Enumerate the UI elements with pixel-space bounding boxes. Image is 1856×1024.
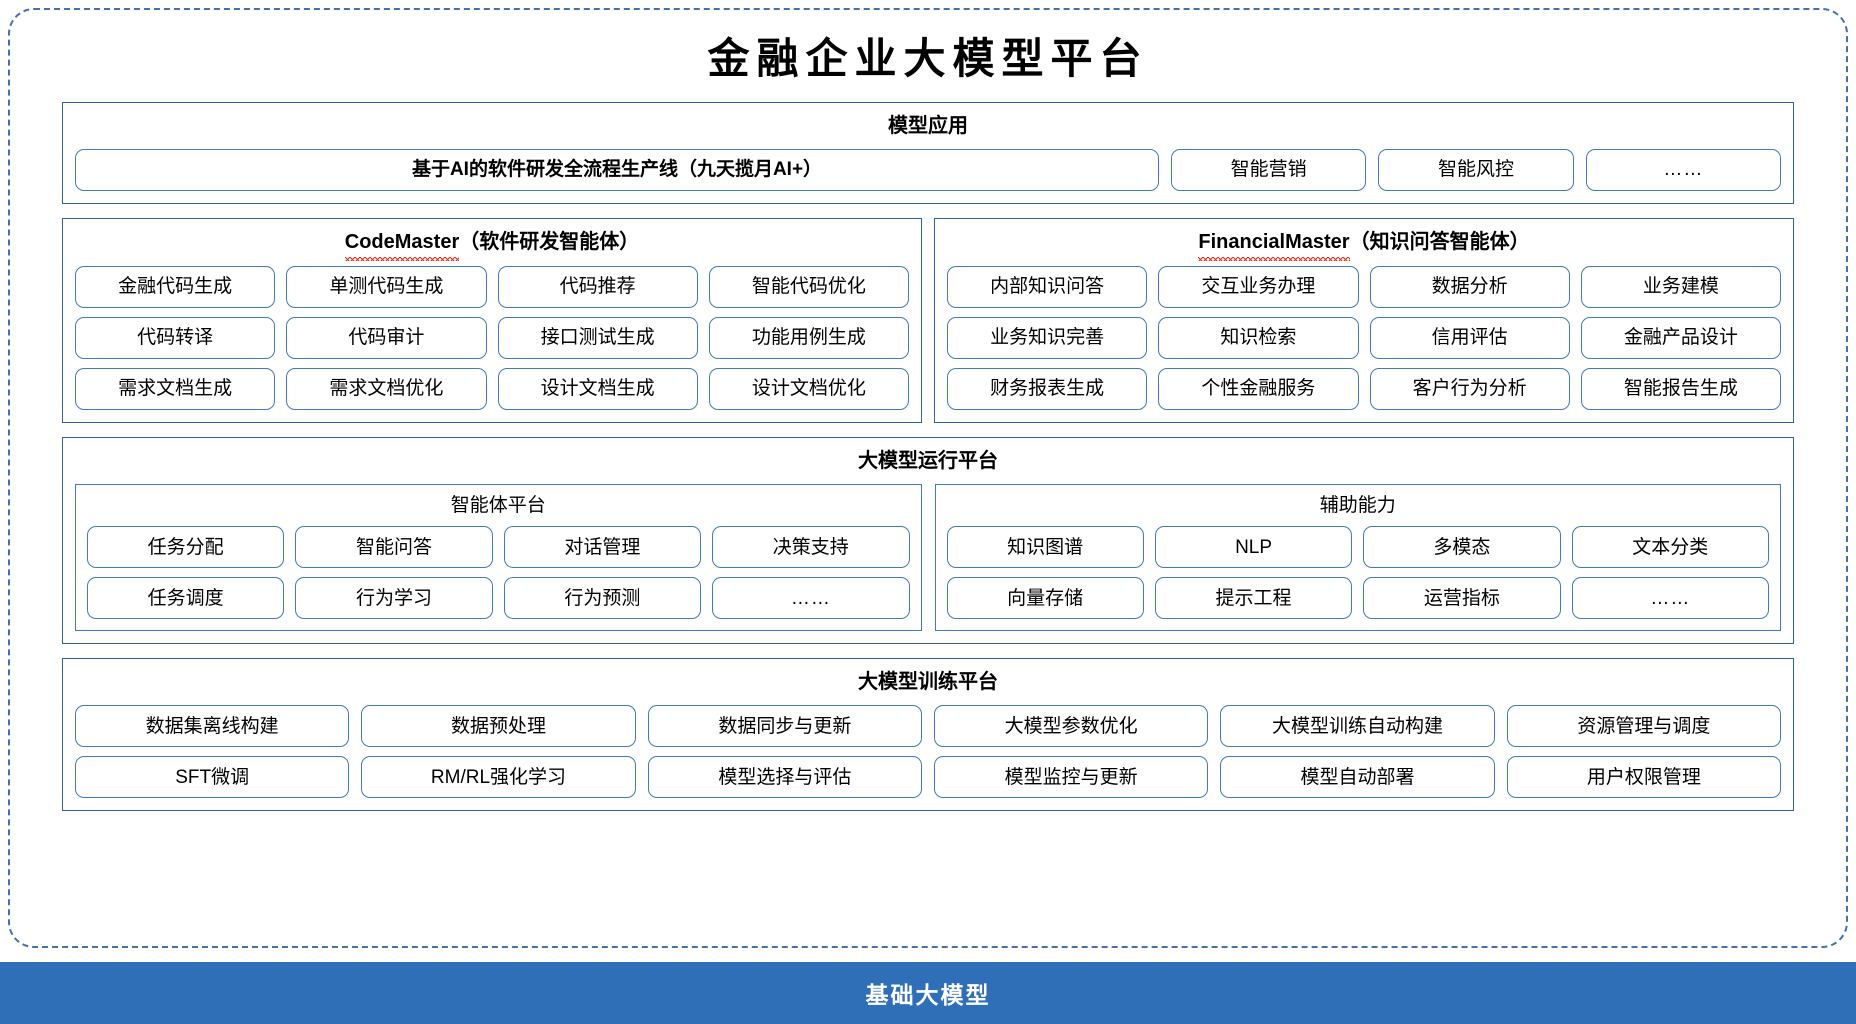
section-model-application: 模型应用 基于AI的软件研发全流程生产线（九天揽月AI+） 智能营销 智能风控 … — [62, 101, 1794, 204]
financial-master-item[interactable]: 智能报告生成 — [1580, 367, 1781, 410]
agent-platform-item[interactable]: 决策支持 — [712, 526, 910, 569]
code-master-item[interactable]: 功能用例生成 — [708, 316, 909, 359]
section-title-financial-master: FinancialMaster（知识问答智能体） — [947, 228, 1781, 261]
aux-capability-item[interactable]: 多模态 — [1363, 526, 1561, 569]
training-platform-item[interactable]: 数据同步与更新 — [647, 705, 922, 748]
section-runtime-platform: 大模型运行平台 智能体平台 任务分配 智能问答 对话管理 决策支持 任务调度 行… — [62, 436, 1794, 645]
aux-capability-item-more[interactable]: …… — [1571, 577, 1769, 620]
training-platform-item[interactable]: 模型监控与更新 — [934, 756, 1209, 799]
subpanel-title-aux-capability: 辅助能力 — [1319, 494, 1396, 516]
agent-platform-item[interactable]: 任务分配 — [87, 526, 285, 569]
code-master-item[interactable]: 智能代码优化 — [708, 265, 909, 308]
section-title-code-master: CodeMaster（软件研发智能体） — [75, 228, 909, 261]
training-platform-item[interactable]: 数据集离线构建 — [75, 705, 350, 748]
aux-capability-item[interactable]: 提示工程 — [1154, 577, 1353, 620]
code-master-cn-name: （软件研发智能体） — [459, 230, 640, 253]
financial-master-cn-name: （知识问答智能体） — [1349, 230, 1530, 253]
financial-master-item[interactable]: 金融产品设计 — [1580, 316, 1781, 359]
agent-platform-item[interactable]: 智能问答 — [295, 526, 493, 569]
page-title: 金融企业大模型平台 — [707, 37, 1149, 83]
agent-platform-item-more[interactable]: …… — [712, 577, 910, 620]
code-master-latin-name: CodeMaster — [344, 228, 460, 261]
aux-capability-item[interactable]: 文本分类 — [1571, 526, 1769, 569]
training-platform-item[interactable]: RM/RL强化学习 — [361, 756, 636, 799]
code-master-item[interactable]: 代码审计 — [286, 316, 487, 359]
code-master-item[interactable]: 代码转译 — [75, 316, 276, 359]
financial-master-item[interactable]: 数据分析 — [1369, 265, 1570, 308]
financial-master-item[interactable]: 财务报表生成 — [947, 367, 1148, 410]
aux-capability-item[interactable]: 向量存储 — [946, 577, 1144, 620]
aux-capability-item[interactable]: NLP — [1154, 526, 1353, 569]
base-model-bar: 基础大模型 — [0, 962, 1856, 1024]
agents-row: CodeMaster（软件研发智能体） 金融代码生成 单测代码生成 代码推荐 智… — [62, 217, 1794, 423]
agent-platform-item[interactable]: 行为预测 — [503, 577, 702, 620]
app-item-risk-control[interactable]: 智能风控 — [1378, 148, 1574, 191]
training-platform-item[interactable]: 模型自动部署 — [1220, 756, 1495, 799]
code-master-item[interactable]: 接口测试生成 — [497, 316, 698, 359]
app-item-flagship[interactable]: 基于AI的软件研发全流程生产线（九天揽月AI+） — [75, 148, 1159, 191]
financial-master-item[interactable]: 业务知识完善 — [947, 316, 1148, 359]
platform-dashed-frame: 金融企业大模型平台 模型应用 基于AI的软件研发全流程生产线（九天揽月AI+） … — [8, 8, 1848, 948]
model-application-items: 基于AI的软件研发全流程生产线（九天揽月AI+） 智能营销 智能风控 …… — [75, 148, 1781, 191]
code-master-item[interactable]: 需求文档优化 — [286, 367, 487, 410]
training-platform-item[interactable]: 资源管理与调度 — [1506, 705, 1781, 748]
agent-platform-item[interactable]: 任务调度 — [87, 577, 285, 620]
code-master-items: 金融代码生成 单测代码生成 代码推荐 智能代码优化 代码转译 代码审计 接口测试… — [75, 265, 909, 410]
subpanel-agent-platform: 智能体平台 任务分配 智能问答 对话管理 决策支持 任务调度 行为学习 行为预测… — [75, 483, 922, 632]
subpanel-title-agent-platform: 智能体平台 — [450, 494, 546, 516]
code-master-item[interactable]: 设计文档生成 — [497, 367, 698, 410]
section-title-training-platform: 大模型训练平台 — [858, 671, 998, 694]
code-master-item[interactable]: 需求文档生成 — [75, 367, 276, 410]
code-master-item[interactable]: 单测代码生成 — [286, 265, 487, 308]
training-platform-item[interactable]: SFT微调 — [75, 756, 350, 799]
section-title-runtime-platform: 大模型运行平台 — [858, 449, 998, 472]
section-title-model-application: 模型应用 — [888, 114, 968, 137]
financial-master-item[interactable]: 信用评估 — [1369, 316, 1570, 359]
financial-master-item[interactable]: 客户行为分析 — [1369, 367, 1570, 410]
financial-master-item[interactable]: 知识检索 — [1158, 316, 1359, 359]
financial-master-item[interactable]: 交互业务办理 — [1158, 265, 1359, 308]
agent-platform-items: 任务分配 智能问答 对话管理 决策支持 任务调度 行为学习 行为预测 …… — [87, 526, 910, 620]
subpanel-aux-capability: 辅助能力 知识图谱 NLP 多模态 文本分类 向量存储 提示工程 运营指标 …… — [934, 483, 1781, 632]
financial-master-items: 内部知识问答 交互业务办理 数据分析 业务建模 业务知识完善 知识检索 信用评估… — [947, 265, 1781, 410]
aux-capability-item[interactable]: 知识图谱 — [946, 526, 1144, 569]
aux-capability-items: 知识图谱 NLP 多模态 文本分类 向量存储 提示工程 运营指标 …… — [946, 526, 1769, 620]
aux-capability-item[interactable]: 运营指标 — [1363, 577, 1561, 620]
section-code-master: CodeMaster（软件研发智能体） 金融代码生成 单测代码生成 代码推荐 智… — [62, 217, 922, 423]
financial-master-latin-name: FinancialMaster — [1198, 228, 1350, 261]
financial-master-item[interactable]: 个性金融服务 — [1158, 367, 1359, 410]
training-platform-item[interactable]: 大模型参数优化 — [934, 705, 1209, 748]
agent-platform-item[interactable]: 对话管理 — [503, 526, 702, 569]
app-item-more[interactable]: …… — [1585, 148, 1781, 191]
code-master-item[interactable]: 金融代码生成 — [75, 265, 276, 308]
agent-platform-item[interactable]: 行为学习 — [295, 577, 493, 620]
base-model-label: 基础大模型 — [865, 982, 991, 1008]
app-item-marketing[interactable]: 智能营销 — [1171, 148, 1367, 191]
code-master-item[interactable]: 设计文档优化 — [708, 367, 909, 410]
training-platform-item[interactable]: 数据预处理 — [361, 705, 636, 748]
code-master-item[interactable]: 代码推荐 — [497, 265, 698, 308]
section-training-platform: 大模型训练平台 数据集离线构建 数据预处理 数据同步与更新 大模型参数优化 大模… — [62, 658, 1794, 812]
financial-master-item[interactable]: 业务建模 — [1580, 265, 1781, 308]
training-platform-item[interactable]: 大模型训练自动构建 — [1220, 705, 1495, 748]
section-financial-master: FinancialMaster（知识问答智能体） 内部知识问答 交互业务办理 数… — [934, 217, 1794, 423]
training-platform-item[interactable]: 用户权限管理 — [1506, 756, 1781, 799]
training-platform-item[interactable]: 模型选择与评估 — [647, 756, 922, 799]
financial-master-item[interactable]: 内部知识问答 — [947, 265, 1148, 308]
training-platform-items: 数据集离线构建 数据预处理 数据同步与更新 大模型参数优化 大模型训练自动构建 … — [75, 705, 1781, 799]
